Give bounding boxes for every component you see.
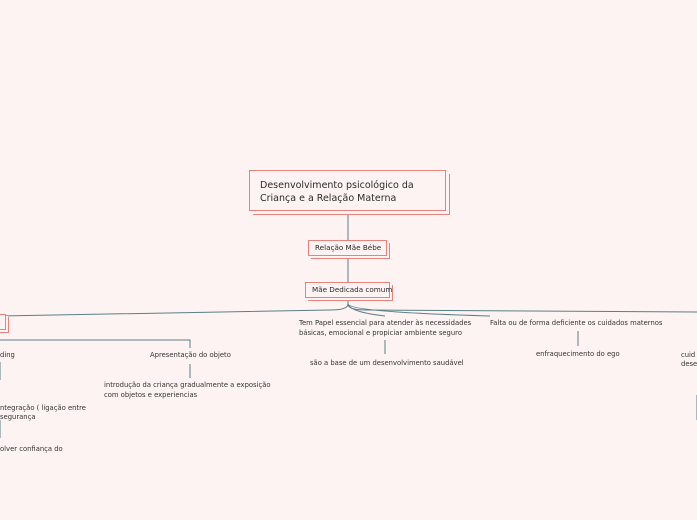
- central-topic-label: Desenvolvimento psicológico da Criança e…: [260, 180, 414, 204]
- mae-dedicada-node[interactable]: Mãe Dedicada comum: [305, 282, 393, 298]
- apresentacao-objeto-node[interactable]: Apresentação do objeto: [150, 351, 231, 359]
- mae-dedicada-label: Mãe Dedicada comum: [312, 285, 393, 294]
- objeto-child-line2: com objetos e experiencias: [104, 391, 198, 399]
- papel-node-line1[interactable]: Tem Papel essencial para atender às nece…: [299, 319, 472, 327]
- left-grandchild[interactable]: olver confiança do: [0, 445, 63, 453]
- connector-to-falta: [347, 303, 491, 317]
- falta-child[interactable]: enfraquecimento do ego: [536, 350, 620, 358]
- connector-mae-to-right: [347, 303, 697, 313]
- left-branch-label[interactable]: ding: [0, 351, 15, 359]
- right-partial-line1[interactable]: cuid: [681, 351, 696, 359]
- left-child-line1[interactable]: ntegração ( ligação entre: [0, 404, 86, 412]
- central-topic-box[interactable]: Desenvolvimento psicológico da Criança e…: [249, 170, 446, 211]
- left-partial-node[interactable]: [0, 314, 6, 330]
- connector-left-sub: [0, 339, 191, 348]
- relacao-mae-bebe-label: Relação Mãe Bébe: [315, 243, 382, 252]
- left-child-line2: segurança: [0, 413, 36, 421]
- relacao-mae-bebe-node[interactable]: Relação Mãe Bébe: [308, 240, 387, 256]
- papel-child[interactable]: são a base de um desenvolvimento saudáve…: [310, 359, 464, 367]
- right-partial-line2: dese: [681, 360, 697, 368]
- connector-mae-to-branches: [0, 298, 349, 317]
- papel-node-line2: básicas, emocional e propiciar ambiente …: [299, 329, 462, 337]
- falta-cuidados-node[interactable]: Falta ou de forma deficiente os cuidados…: [490, 319, 663, 327]
- objeto-child-line1[interactable]: introdução da criança gradualmente a exp…: [104, 381, 271, 389]
